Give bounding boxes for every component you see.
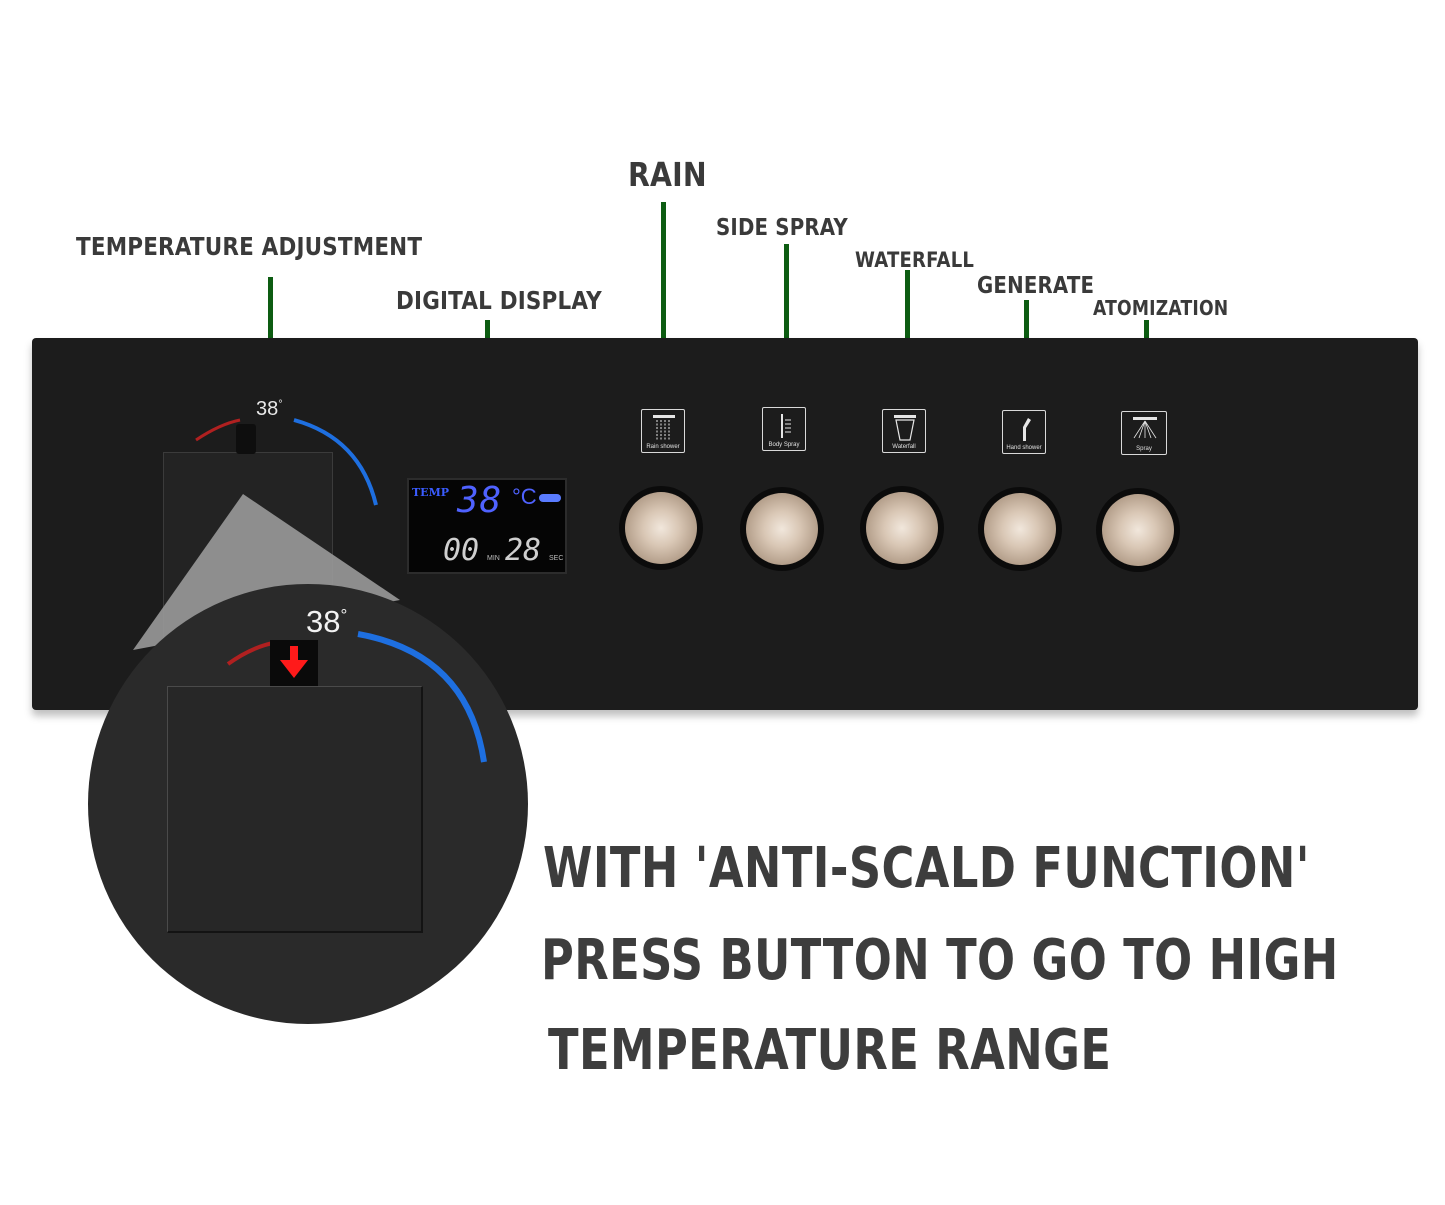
label-generate: GENERATE bbox=[977, 273, 1095, 299]
label-temperature-adjustment: TEMPERATURE ADJUSTMENT bbox=[76, 232, 423, 261]
mode-label: Spray bbox=[1136, 446, 1152, 452]
waterfall-icon bbox=[894, 415, 916, 441]
display-minutes-unit: MIN bbox=[487, 555, 500, 562]
display-temp-value: 38 bbox=[457, 480, 503, 521]
mode-rain-shower: Rain shower bbox=[641, 409, 685, 453]
body-spray-knob[interactable] bbox=[740, 487, 824, 571]
digital-display: TEMP 38 °C 00 MIN 28 SEC bbox=[407, 478, 567, 574]
waterfall-knob[interactable] bbox=[860, 486, 944, 570]
display-temp-unit: °C bbox=[512, 484, 537, 509]
spray-icon bbox=[1133, 417, 1157, 439]
leader-waterfall bbox=[905, 270, 910, 400]
leader-rain bbox=[661, 202, 666, 394]
zoom-detail-circle: 38° bbox=[88, 584, 528, 1024]
mode-spray: Spray bbox=[1121, 411, 1167, 455]
mode-hand-shower: Hand shower bbox=[1002, 410, 1046, 454]
label-rain: RAIN bbox=[628, 155, 707, 194]
mode-waterfall: Waterfall bbox=[882, 409, 926, 453]
label-digital-display: DIGITAL DISPLAY bbox=[396, 286, 602, 315]
label-waterfall: WATERFALL bbox=[855, 248, 975, 272]
display-seconds: 28 bbox=[505, 533, 542, 568]
display-seconds-unit: SEC bbox=[549, 555, 564, 562]
display-status-pill bbox=[539, 494, 561, 502]
label-atomization: ATOMIZATION bbox=[1093, 296, 1229, 320]
leader-side-spray bbox=[784, 244, 789, 404]
caption-line-1: WITH 'ANTI-SCALD FUNCTION' bbox=[543, 836, 1310, 901]
valve-temperature-mark: 38° bbox=[256, 398, 283, 420]
spray-knob[interactable] bbox=[1096, 488, 1180, 572]
zoom-anti-scald-button[interactable] bbox=[270, 640, 318, 688]
mode-body-spray: Body Spray bbox=[762, 407, 806, 451]
hand-shower-icon bbox=[1023, 418, 1031, 441]
body-spray-icon bbox=[781, 414, 791, 438]
zoom-valve-handle bbox=[167, 686, 423, 933]
caption-line-3: TEMPERATURE RANGE bbox=[548, 1018, 1112, 1083]
zoom-temperature-mark: 38° bbox=[306, 604, 348, 639]
anti-scald-button[interactable] bbox=[236, 424, 256, 454]
label-side-spray: SIDE SPRAY bbox=[716, 215, 848, 241]
mode-label: Hand shower bbox=[1006, 445, 1042, 451]
display-temp-label: TEMP bbox=[412, 486, 450, 499]
mode-label: Waterfall bbox=[892, 444, 916, 450]
rain-shower-knob[interactable] bbox=[619, 486, 703, 570]
leader-temperature-adjustment bbox=[268, 277, 273, 395]
rain-shower-icon bbox=[653, 415, 675, 440]
caption-line-2: PRESS BUTTON TO GO TO HIGH bbox=[541, 928, 1339, 993]
mode-label: Rain shower bbox=[646, 444, 680, 450]
hand-shower-knob[interactable] bbox=[978, 487, 1062, 571]
mode-label: Body Spray bbox=[768, 442, 800, 448]
arrow-down-icon bbox=[280, 646, 308, 678]
display-minutes: 00 bbox=[443, 533, 480, 568]
